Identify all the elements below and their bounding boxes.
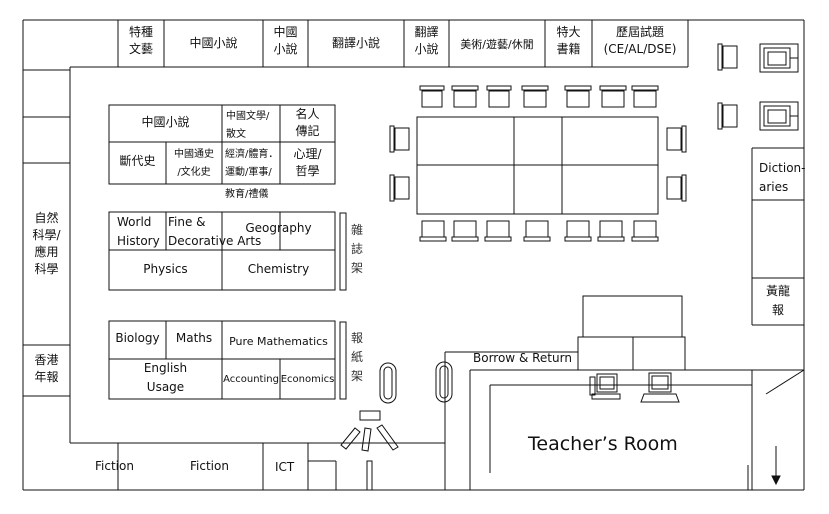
- shelf-translated-fiction: 翻譯小說: [331, 36, 380, 50]
- shelf-education-etiquette: 教育/禮儀: [225, 189, 269, 200]
- shelf-hk-yearbook: 香港 年報: [34, 353, 59, 384]
- shelf-english-usage: English Usage: [143, 361, 188, 394]
- shelf-chinese-fiction-top: 中國小說: [189, 36, 238, 50]
- shelf-dictionaries: Diction- aries: [759, 161, 806, 194]
- computer-icon: [759, 43, 799, 131]
- shelf-psychology-philosophy: 心理/ 哲學: [293, 147, 322, 178]
- shelf-maths: Maths: [175, 331, 213, 345]
- shelf-accounting: Accounting: [223, 374, 279, 385]
- shelf-pure-mathematics: Pure Mathematics: [229, 335, 328, 348]
- shelf-special-literature: 特種 文藝: [128, 25, 153, 56]
- shelf-biography: 名人 傳記: [295, 107, 320, 138]
- shelf-science-applied: 自然 科學/ 應用 科學: [32, 211, 61, 276]
- shelf-chinese-literature-prose: 中國文學/ 散文: [226, 111, 270, 140]
- shelf-oversize-books: 特大 書籍: [556, 25, 581, 56]
- shelf-chinese-fiction-small: 中國 小說: [273, 25, 298, 56]
- shelf-biology: Biology: [115, 331, 160, 345]
- shelf-chinese-fiction: 中國小說: [141, 115, 190, 129]
- shelf-arts-leisure: 美術/遊藝/休閒: [460, 38, 534, 51]
- shelf-economics-sports: 經濟/體育． 運動/軍事/: [225, 149, 279, 178]
- shelf-chemistry: Chemistry: [247, 262, 310, 276]
- shelf-fiction-1: Fiction: [95, 459, 134, 473]
- ict-area: ICT: [275, 460, 295, 474]
- newspaper-rack: 報 紙 架: [351, 331, 364, 383]
- shelf-general-history: 中國通史 /文化史: [174, 149, 214, 178]
- shelf-physics: Physics: [143, 262, 188, 276]
- shelf-past-papers: 歷屆試題 (CE/AL/DSE): [603, 25, 677, 56]
- shelf-fine-arts: Fine & Decorative Arts: [168, 215, 262, 248]
- shelf-translated-fiction-small: 翻譯 小說: [414, 25, 439, 56]
- shelf-yellow-pages: 黃龍 報: [765, 284, 790, 317]
- shelf-fiction-2: Fiction: [190, 459, 229, 473]
- shelf-geography: Geography: [245, 221, 312, 235]
- shelf-economics: Economics: [280, 374, 335, 385]
- teachers-room-label: Teacher’s Room: [528, 433, 678, 455]
- shelf-world-history: World History: [117, 215, 160, 248]
- magazine-rack: 雜 誌 架: [351, 223, 364, 275]
- shelf-dynastic-history: 斷代史: [119, 154, 156, 168]
- borrow-return-counter: Borrow & Return: [473, 351, 572, 365]
